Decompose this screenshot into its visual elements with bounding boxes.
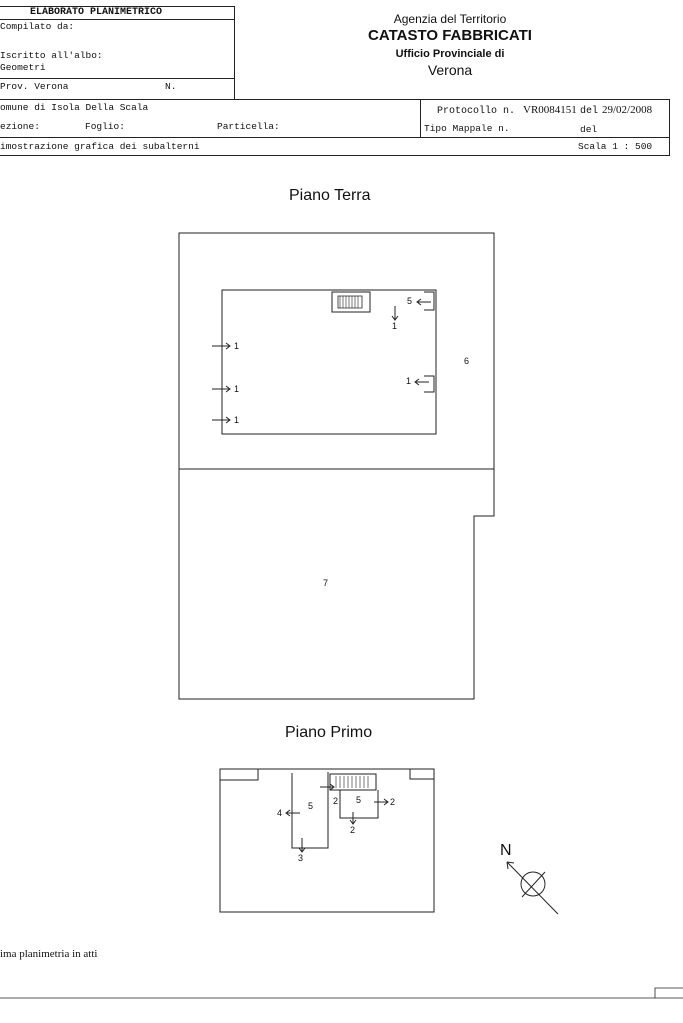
particella-label: Particella:	[217, 121, 280, 132]
prov-separator	[0, 78, 235, 79]
protocollo-label: Protocollo n.	[437, 106, 516, 117]
first-floor-title: Piano Primo	[285, 724, 373, 741]
ground-label-1a: 1	[234, 341, 240, 351]
comune-text: omune di Isola Della Scala	[0, 102, 149, 113]
info-middle-divider	[420, 99, 421, 137]
info-top-border	[0, 99, 670, 100]
ground-entrance-notch-top	[424, 291, 435, 311]
footer-corner	[654, 987, 683, 998]
ground-arrow-left-1	[212, 342, 231, 350]
first-arrow-3	[298, 838, 306, 853]
first-label-3: 3	[298, 853, 304, 863]
tipo-mappale-label: Tipo Mappale n.	[424, 123, 510, 134]
prov-label: Prov. Verona	[0, 81, 69, 92]
n-label: N.	[165, 81, 177, 92]
info-bottom-border	[0, 155, 670, 156]
sezione-label: ezione:	[0, 121, 40, 132]
agency-office: Ufficio Provinciale di	[395, 48, 505, 60]
compilato-label: Compilato da:	[0, 21, 75, 32]
first-label-4: 4	[277, 808, 283, 818]
first-stair	[329, 773, 377, 791]
agency-city: Verona	[427, 62, 473, 78]
ground-label-1e: 1	[406, 376, 412, 386]
agency-name: Agenzia del Territorio	[393, 12, 507, 26]
ground-floor-title: Piano Terra	[289, 187, 371, 204]
first-arrow-2b	[374, 798, 389, 806]
first-arrow-2c	[320, 783, 335, 791]
header-title-underline	[0, 19, 235, 20]
info-right-border	[669, 99, 670, 156]
first-unit-5-left	[291, 772, 329, 849]
iscritto-label: Iscritto all'albo:	[0, 50, 103, 61]
first-corner-right	[409, 769, 434, 780]
dimostrazione-text: imostrazione grafica dei subalterni	[0, 141, 200, 152]
ground-lot-outline	[178, 232, 495, 700]
ground-label-6: 6	[464, 356, 470, 366]
ground-label-1c: 1	[234, 415, 240, 425]
first-label-5a: 5	[308, 801, 314, 811]
compass-north-label: N	[500, 842, 512, 859]
compass-circle	[520, 871, 546, 897]
ground-label-7: 7	[323, 578, 329, 588]
footer-note: ima planimetria in atti	[0, 948, 98, 960]
ground-label-1d: 1	[392, 321, 398, 331]
header-box-right-border	[234, 6, 235, 99]
ground-label-5: 5	[407, 296, 413, 306]
albo-value: Geometri	[0, 62, 46, 73]
first-label-5b: 5	[356, 795, 362, 805]
first-unit-5-right	[339, 790, 379, 819]
header-top-border	[0, 6, 235, 7]
first-label-2b: 2	[350, 825, 356, 835]
ground-stair	[331, 291, 371, 313]
first-label-2a: 2	[390, 797, 396, 807]
del2-label: del	[580, 124, 598, 135]
first-arrow-4	[285, 809, 300, 817]
info-row-separator	[0, 137, 670, 138]
foglio-label: Foglio:	[85, 121, 125, 132]
ground-arrow-down	[391, 306, 399, 321]
first-label-2c: 2	[333, 796, 339, 806]
first-corner-left	[219, 769, 259, 781]
scale-value: Scala 1 : 500	[578, 141, 653, 152]
agency-catasto: CATASTO FABBRICATI	[368, 27, 532, 44]
ground-arrow-left-2	[212, 385, 231, 393]
protocollo-date: 29/02/2008	[602, 104, 653, 116]
ground-building-outline	[221, 289, 437, 435]
form-title: ELABORATO PLANIMETRICO	[30, 7, 163, 18]
ground-label-1b: 1	[234, 384, 240, 394]
ground-arrow-left-3	[212, 416, 231, 424]
ground-entrance-notch-right	[424, 375, 435, 393]
ground-arrow-5	[416, 298, 431, 306]
ground-arrow-1b	[414, 378, 429, 386]
first-arrow-2a	[349, 812, 357, 825]
del-label: del	[580, 106, 599, 117]
first-building-outline	[219, 768, 435, 913]
protocollo-value: VR0084151	[523, 104, 577, 116]
